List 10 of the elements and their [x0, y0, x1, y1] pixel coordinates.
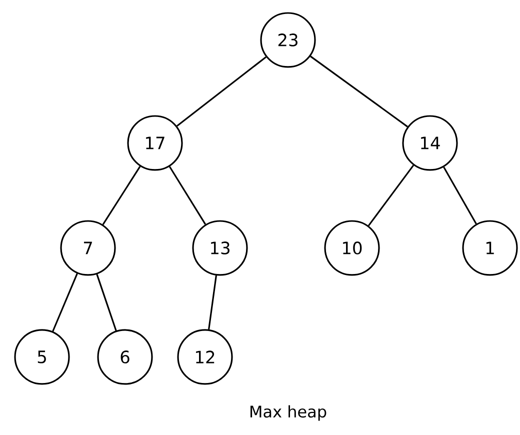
caption: Max heap: [250, 405, 326, 421]
tree-edge: [208, 275, 217, 330]
tree-edge: [102, 166, 141, 225]
tree-edge: [96, 274, 117, 331]
tree-edge: [443, 166, 477, 224]
tree-edge: [168, 166, 206, 225]
tree-edge: [176, 56, 267, 127]
tree-edge: [52, 273, 78, 332]
tree-edge: [310, 56, 408, 128]
tree-edge: [368, 164, 414, 226]
